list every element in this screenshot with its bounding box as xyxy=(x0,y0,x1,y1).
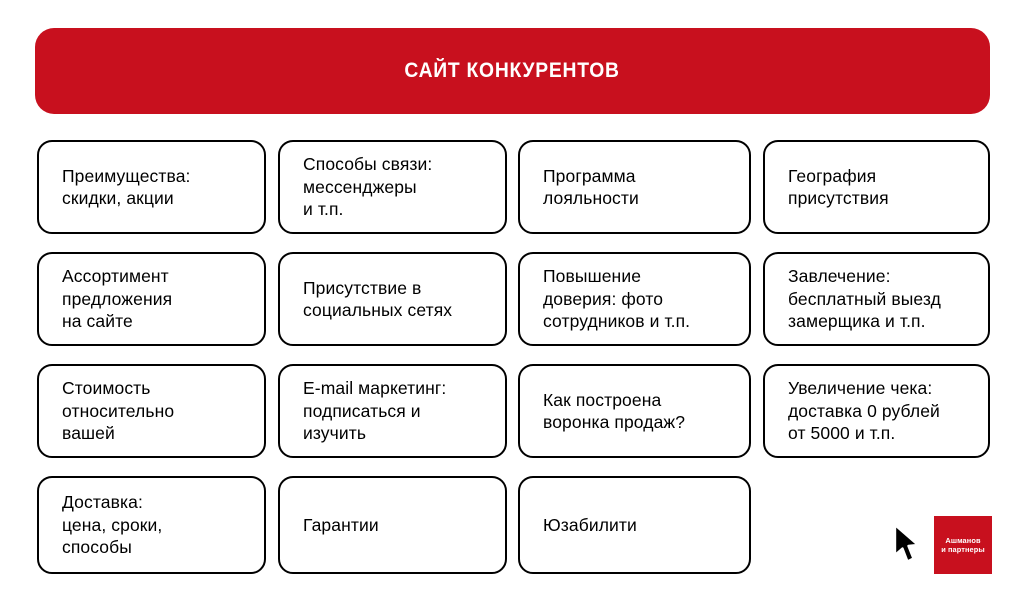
topic-card-label: Увеличение чека: доставка 0 рублей от 50… xyxy=(788,378,940,444)
topic-card[interactable]: Юзабилити xyxy=(518,476,751,574)
card-row: Ассортимент предложения на сайте Присутс… xyxy=(37,252,990,346)
topic-card[interactable]: Присутствие в социальных сетях xyxy=(278,252,507,346)
brand-logo-line-1: Ашманов xyxy=(945,535,981,545)
topic-card-label: Программа лояльности xyxy=(543,165,639,208)
topic-card[interactable]: Способы связи: мессенджеры и т.п. xyxy=(278,140,507,234)
card-row: Преимущества: скидки, акции Способы связ… xyxy=(37,140,990,234)
topic-card-label: Повышение доверия: фото сотрудников и т.… xyxy=(543,266,691,332)
topic-card-label: Стоимость относительно вашей xyxy=(62,378,175,444)
topic-card[interactable]: География присутствия xyxy=(763,140,990,234)
topic-card-label: Ассортимент предложения на сайте xyxy=(62,266,173,332)
topic-card[interactable]: Повышение доверия: фото сотрудников и т.… xyxy=(518,252,751,346)
topic-card-label: Завлечение: бесплатный выезд замерщика и… xyxy=(788,266,941,332)
card-row: Доставка: цена, сроки, способы Гарантии … xyxy=(37,476,990,574)
topic-card[interactable]: Гарантии xyxy=(278,476,507,574)
topic-card[interactable]: Доставка: цена, сроки, способы xyxy=(37,476,266,574)
topic-card-label: Преимущества: скидки, акции xyxy=(62,165,191,208)
page-title: САЙТ КОНКУРЕНТОВ xyxy=(404,59,621,82)
topic-card-label: Юзабилити xyxy=(543,514,637,535)
topic-card-label: Гарантии xyxy=(303,514,379,535)
topic-card[interactable]: Ассортимент предложения на сайте xyxy=(37,252,266,346)
topic-card[interactable]: Завлечение: бесплатный выезд замерщика и… xyxy=(763,252,990,346)
topic-card-label: Присутствие в социальных сетях xyxy=(303,277,453,320)
topic-card-label: E-mail маркетинг: подписаться и изучить xyxy=(303,378,447,444)
topic-card[interactable]: E-mail маркетинг: подписаться и изучить xyxy=(278,364,507,458)
topic-card-label: География присутствия xyxy=(788,165,889,208)
header-banner: САЙТ КОНКУРЕНТОВ xyxy=(35,28,990,114)
topic-card-grid: Преимущества: скидки, акции Способы связ… xyxy=(37,140,990,574)
topic-card[interactable]: Программа лояльности xyxy=(518,140,751,234)
topic-card-label: Доставка: цена, сроки, способы xyxy=(62,492,163,558)
brand-logo: Ашманов и партнеры xyxy=(934,516,992,574)
topic-card[interactable]: Преимущества: скидки, акции xyxy=(37,140,266,234)
topic-card[interactable]: Стоимость относительно вашей xyxy=(37,364,266,458)
topic-card-label: Как построена воронка продаж? xyxy=(543,389,686,432)
topic-card[interactable]: Как построена воронка продаж? xyxy=(518,364,751,458)
brand-logo-line-2: и партнеры xyxy=(941,545,985,554)
topic-card[interactable]: Увеличение чека: доставка 0 рублей от 50… xyxy=(763,364,990,458)
card-row: Стоимость относительно вашей E-mail марк… xyxy=(37,364,990,458)
topic-card-label: Способы связи: мессенджеры и т.п. xyxy=(303,154,433,220)
